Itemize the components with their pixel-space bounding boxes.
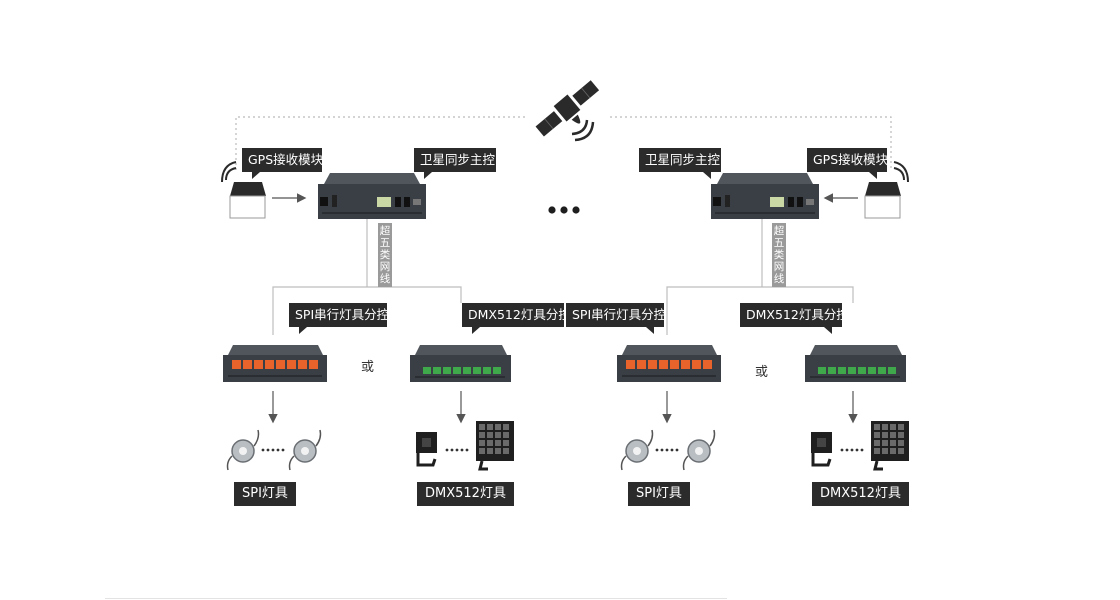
master-controller-right [711, 173, 819, 219]
or-label-right: 或 [755, 365, 769, 380]
sat-master-label-left: 卫星同步主控 [414, 148, 496, 179]
ellipsis-icon [548, 206, 580, 214]
cable-label-left: 超五类网线 [378, 223, 392, 287]
dmx-light-icon [811, 421, 909, 471]
spi-light-label-left: SPI灯具 [234, 482, 296, 506]
spi-ctrl-label-right: SPI串行灯具分控 [566, 303, 667, 334]
spi-light-icon [620, 429, 716, 471]
spi-ctrl-label-left: SPI串行灯具分控 [289, 303, 390, 334]
gps-module-text: GPS接收模块 [248, 152, 324, 167]
sat-master-text: 卫星同步主控 [420, 152, 496, 167]
cable-label-right: 超五类网线 [772, 223, 786, 287]
branch-right [666, 286, 854, 335]
gps-module-label-left: GPS接收模块 [242, 148, 324, 179]
spi-controller-left [223, 345, 327, 382]
dmx-controller-left [410, 345, 511, 382]
sat-master-text: 卫星同步主控 [645, 152, 721, 167]
spi-controller-right [617, 345, 721, 382]
sat-master-label-right: 卫星同步主控 [639, 148, 721, 179]
gps-module-text: GPS接收模块 [813, 152, 889, 167]
spi-light-icon [226, 429, 322, 471]
satellite-link-right [610, 116, 892, 170]
dmx-light-icon [416, 421, 514, 471]
spi-light-label-right: SPI灯具 [628, 482, 690, 506]
dmx-light-label-right: DMX512灯具 [812, 482, 909, 506]
dmx-controller-right [805, 345, 906, 382]
spi-ctrl-text: SPI串行灯具分控 [572, 307, 667, 322]
branch-left [272, 286, 462, 335]
dmx-ctrl-text: DMX512灯具分控 [746, 307, 849, 322]
footer-divider [105, 598, 727, 599]
dmx-ctrl-text: DMX512灯具分控 [468, 307, 571, 322]
dmx-ctrl-label-right: DMX512灯具分控 [740, 303, 849, 334]
or-label-left: 或 [361, 360, 375, 375]
gps-module-label-right: GPS接收模块 [807, 148, 889, 179]
dmx-light-label-left: DMX512灯具 [417, 482, 514, 506]
dmx-ctrl-label-left: DMX512灯具分控 [462, 303, 571, 334]
master-controller-left [318, 173, 426, 219]
satellite-signal-icon [571, 119, 595, 142]
gps-receiver-left [221, 161, 266, 219]
satellite-icon [535, 80, 600, 137]
spi-ctrl-text: SPI串行灯具分控 [295, 307, 390, 322]
gps-receiver-right [864, 161, 909, 219]
